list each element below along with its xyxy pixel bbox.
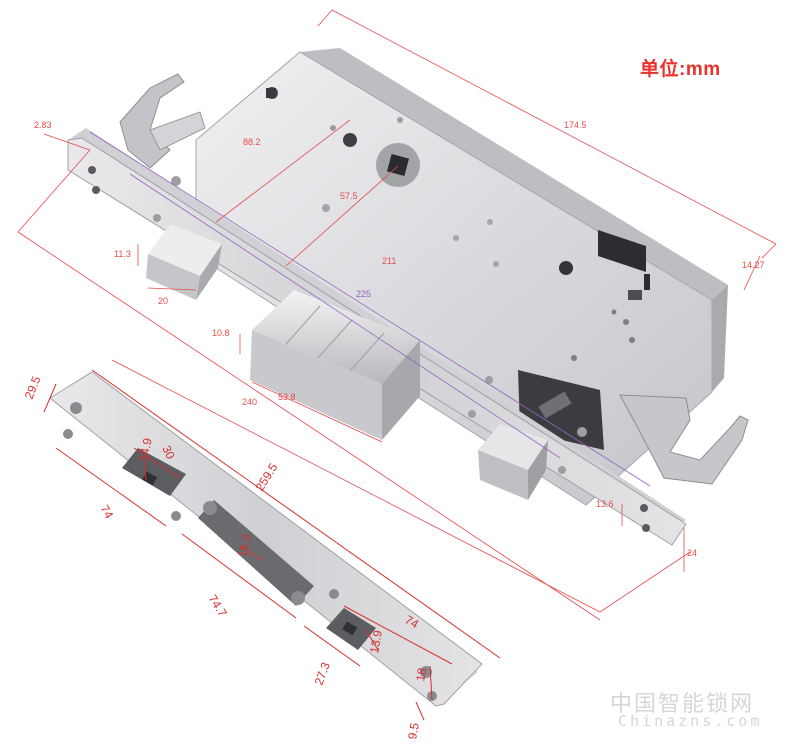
faceplate-screw: [468, 410, 476, 418]
faceplate-screw: [171, 176, 181, 186]
dim-74-left: 74: [97, 503, 116, 522]
deadbolt: [250, 290, 420, 440]
case-screw: [397, 117, 403, 123]
case-screw: [487, 219, 493, 225]
watermark-text-en: Chinazns.com: [618, 712, 763, 730]
dimension-lines: [17, 9, 777, 621]
dim-27-3: 27.3: [312, 660, 333, 687]
case-screw: [453, 235, 459, 241]
dim-10-8: 10.8: [212, 328, 230, 338]
case-slot-small: [644, 274, 650, 290]
dim-174-5: 174.5: [564, 120, 587, 130]
dim-30: 30: [159, 443, 178, 461]
strike-latch-opening: [122, 448, 186, 496]
faceplate-screw: [577, 427, 587, 437]
faceplate-hole: [640, 504, 648, 512]
dim-57-5: 57.5: [340, 191, 358, 201]
dim-18: 18: [413, 667, 429, 683]
case-slot: [598, 230, 646, 272]
latch-bolt: [146, 224, 222, 300]
faceplate-screw: [153, 214, 161, 222]
dim-225: 225: [356, 289, 371, 299]
case-hole: [343, 133, 357, 147]
dim-15-3: 15.3: [235, 533, 254, 559]
dim-259-5: 259.5: [253, 460, 281, 493]
case-screw: [322, 204, 330, 212]
strike-hole: [171, 511, 181, 521]
case-hole: [559, 261, 573, 275]
strike-hole: [329, 589, 339, 599]
spring-coil: [538, 391, 572, 419]
faceplate-hole: [642, 524, 650, 532]
hook-top: [119, 73, 206, 169]
faceplate-screw: [558, 466, 566, 474]
unit-label: 单位:mm: [640, 59, 721, 80]
strike-hole: [70, 402, 82, 414]
strike-hole: [203, 501, 217, 515]
strike-plate-dimension-labels: 29.5 30 14.9 74 259.5 15.3 74.7 74 13.9 …: [22, 374, 430, 741]
auxiliary-latch: [478, 424, 548, 500]
dim-11-3: 11.3: [114, 249, 131, 259]
lock-case: [195, 48, 728, 506]
faceplate-screw: [485, 376, 493, 384]
dim-211: 211: [382, 256, 396, 266]
strike-hole: [420, 666, 432, 678]
strike-hole: [63, 429, 73, 439]
lock-body-dimension-labels: 2.83 88.2 174.5 57.5 11.3 211 225 20 14.…: [34, 120, 765, 558]
strike-dimension-lines: [43, 369, 501, 721]
strike-plate-front: [49, 371, 483, 707]
dim-14-27: 14.27: [742, 260, 765, 270]
faceplate-hole: [92, 186, 100, 194]
case-screw: [330, 125, 336, 131]
strike-hole: [291, 591, 305, 605]
strike-deadbolt-opening: [198, 500, 314, 606]
dim-13-9: 13.9: [367, 629, 385, 655]
dimension-lines-purple: [89, 131, 651, 487]
dim-13-6: 13.6: [596, 499, 614, 509]
dim-74-right: 74: [403, 612, 422, 631]
dim-24: 24: [687, 548, 697, 558]
case-square-hole: [266, 88, 276, 98]
faceplate-hole: [88, 166, 96, 174]
dim-2-83: 2.83: [34, 120, 52, 130]
dim-14-9: 14.9: [136, 437, 155, 463]
watermark-text-cn: 中国智能锁网: [610, 692, 755, 717]
dim-88-2: 88.2: [243, 137, 261, 147]
dim-20: 20: [158, 296, 168, 306]
dim-74-7: 74.7: [205, 592, 229, 620]
case-screw: [493, 261, 499, 267]
strike-plate: [49, 371, 483, 707]
hook-bottom: [619, 394, 749, 485]
dim-9-5: 9.5: [405, 721, 422, 740]
dim-240: 240: [242, 397, 257, 407]
dim-53-8: 53.8: [278, 392, 296, 402]
dim-29-5: 29.5: [22, 374, 44, 401]
